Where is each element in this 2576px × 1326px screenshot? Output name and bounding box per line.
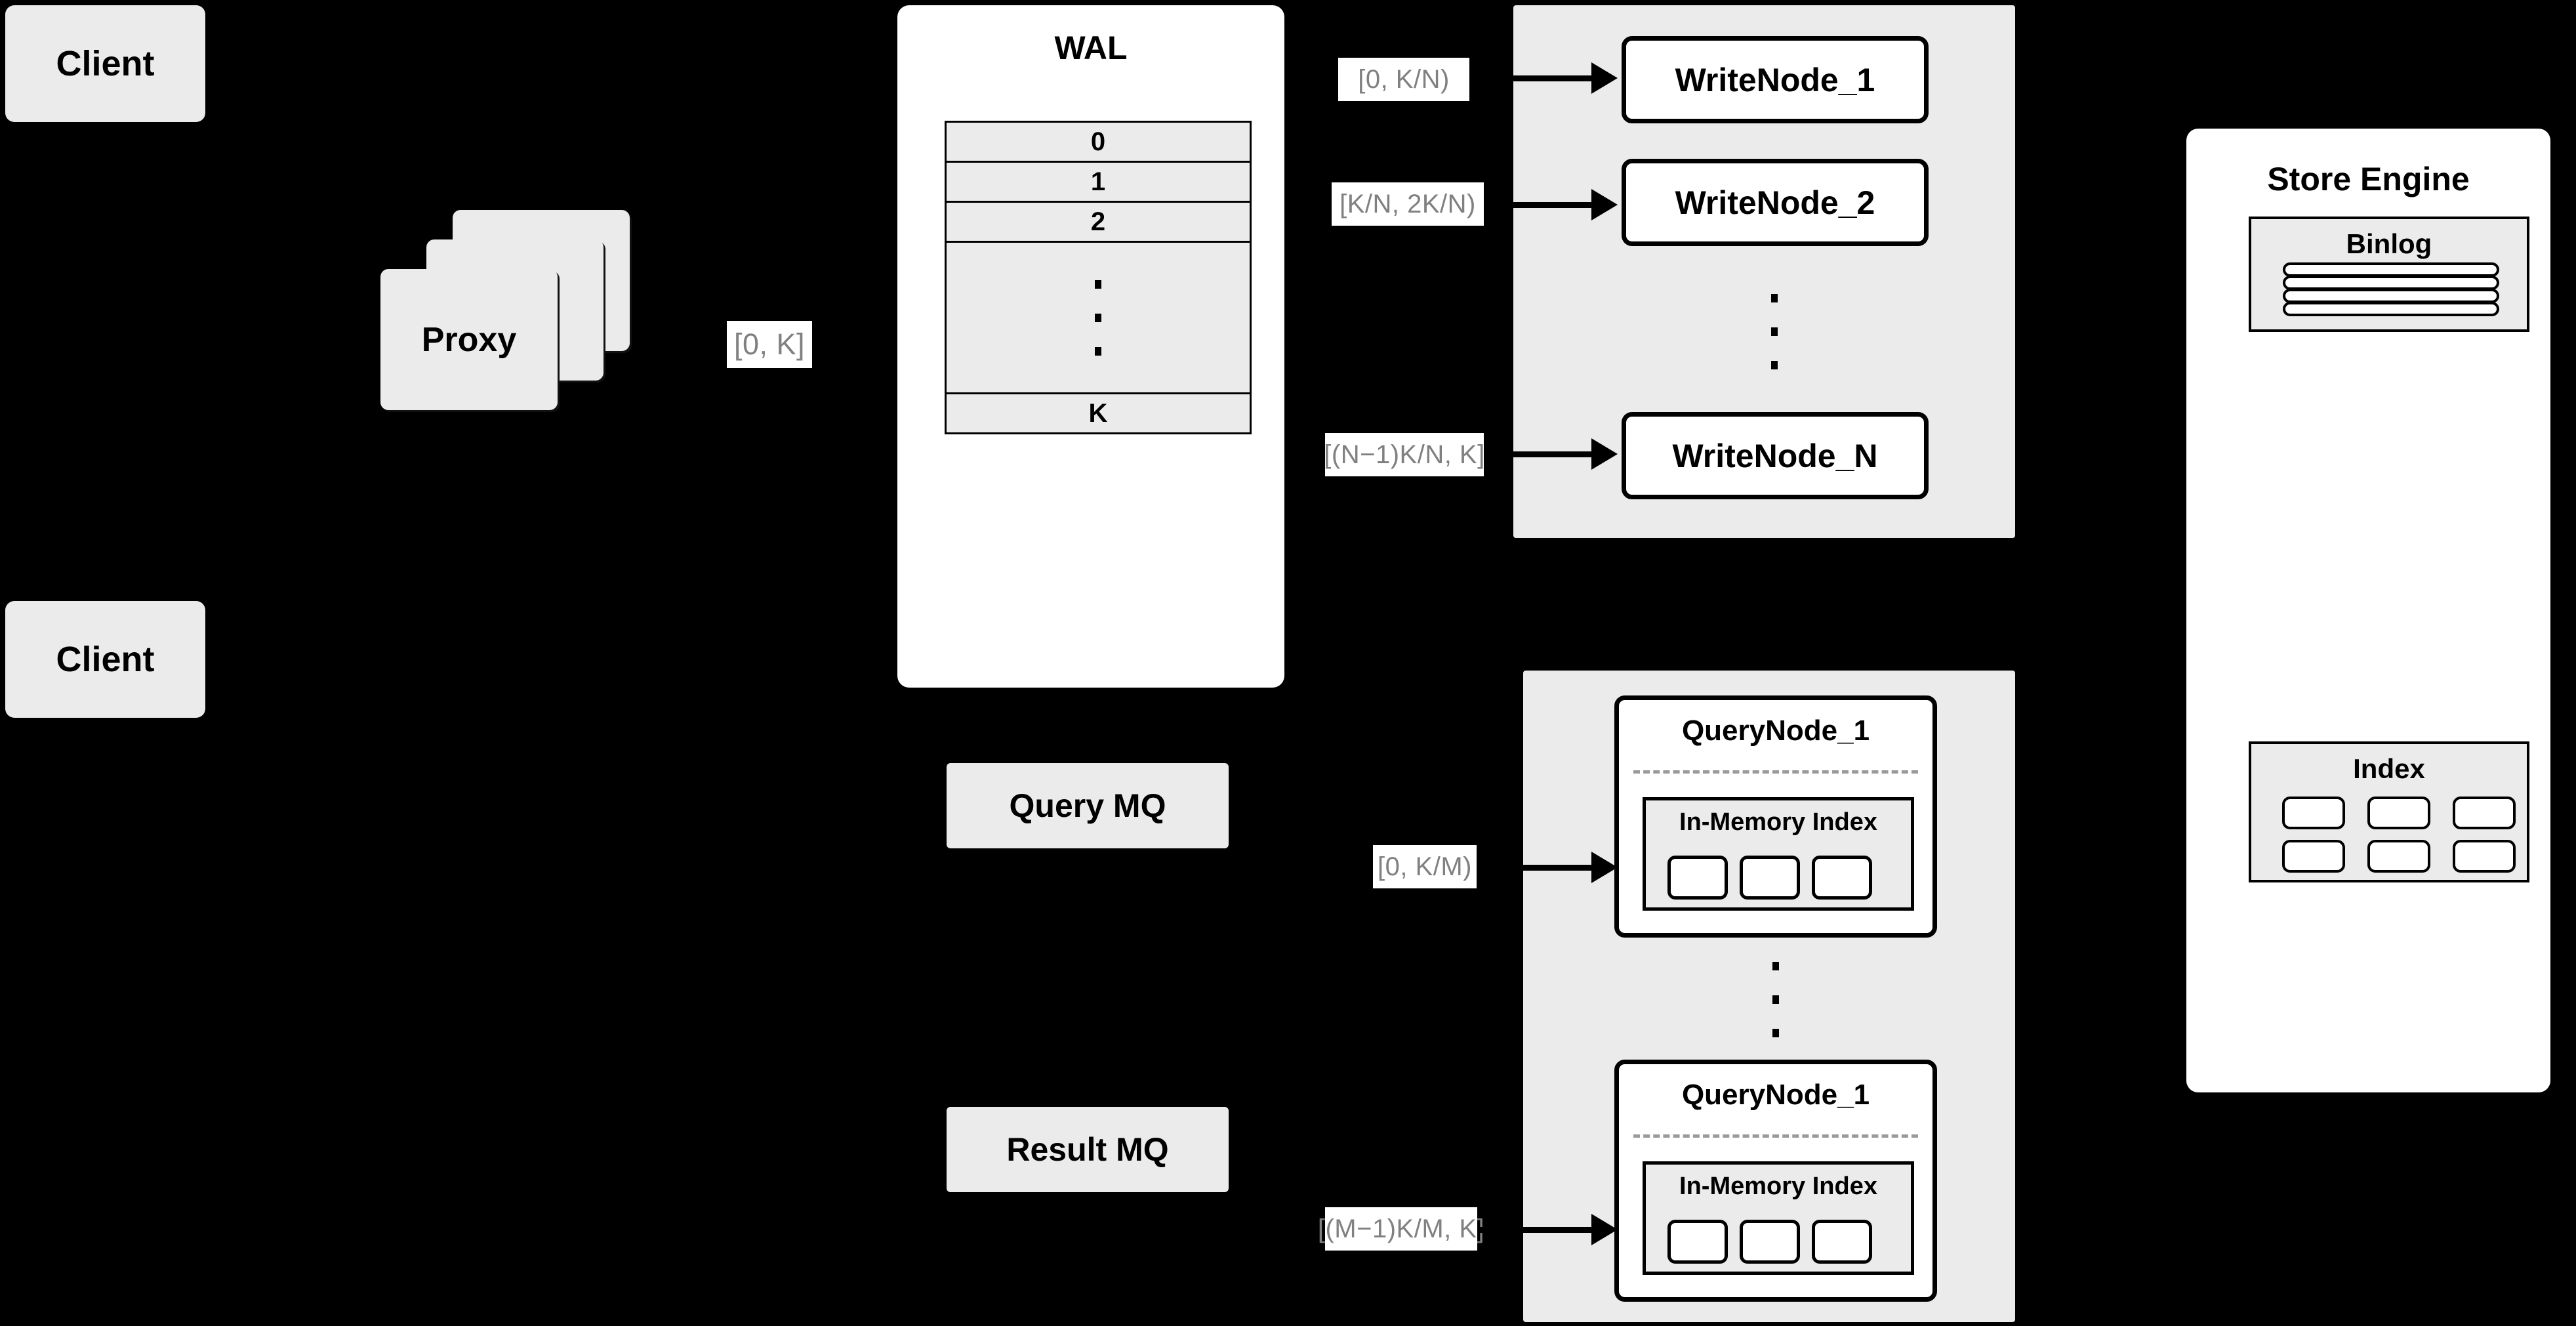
store-engine-panel: Store Engine Binlog Index	[2186, 129, 2550, 1092]
range-label-proxy-to-wal: [0, K]	[727, 321, 812, 368]
arrow-line-to-querynode-m	[1479, 1227, 1597, 1233]
wal-panel: WAL 0 1 2 K	[897, 5, 1284, 688]
binlog-title: Binlog	[2346, 228, 2432, 259]
query-node-m-divider	[1633, 1134, 1918, 1138]
wal-vertical-dots-icon	[1095, 280, 1101, 356]
write-node-group-ellipsis-icon	[1768, 279, 1781, 384]
wal-row-2[interactable]: 2	[947, 203, 1250, 243]
write-node-2-label: WriteNode_2	[1675, 184, 1875, 221]
arrow-head-to-writenode-2	[1591, 189, 1618, 220]
query-node-m[interactable]: QueryNode_1 In-Memory Index	[1614, 1060, 1937, 1302]
query-node-m-index-segment-1[interactable]	[1667, 1220, 1728, 1264]
write-node-n[interactable]: WriteNode_N	[1622, 412, 1929, 499]
query-node-1-index-segment-3[interactable]	[1812, 856, 1872, 900]
range-label-querynode-m: [(M−1)K/M, K]	[1318, 1207, 1484, 1251]
wal-row-0[interactable]: 0	[947, 123, 1250, 163]
binlog-row-4[interactable]	[2283, 302, 2499, 316]
query-node-1-index-segment-1[interactable]	[1667, 856, 1728, 900]
arrow-head-to-writenode-n	[1591, 438, 1618, 470]
wal-row-1[interactable]: 1	[947, 163, 1250, 203]
write-node-1-label: WriteNode_1	[1675, 61, 1875, 98]
query-node-group-ellipsis-icon	[1769, 947, 1782, 1052]
write-node-1[interactable]: WriteNode_1	[1622, 36, 1929, 123]
binlog-row-3[interactable]	[2283, 289, 2499, 303]
binlog-row-2[interactable]	[2283, 276, 2499, 290]
binlog-row-1[interactable]	[2283, 262, 2499, 277]
query-mq-label: Query MQ	[1009, 787, 1166, 824]
result-mq-label: Result MQ	[1006, 1131, 1169, 1168]
query-node-1-in-memory-index: In-Memory Index	[1643, 797, 1914, 911]
result-mq-node[interactable]: Result MQ	[947, 1107, 1229, 1192]
range-label-querynode-1-text: [0, K/M)	[1377, 852, 1473, 881]
store-engine-title: Store Engine	[2267, 161, 2470, 197]
index-cell-6[interactable]	[2453, 840, 2516, 873]
index-cell-5[interactable]	[2367, 840, 2430, 873]
arrow-head-to-querynode-m	[1591, 1214, 1618, 1245]
index-panel: Index	[2249, 741, 2529, 882]
range-label-querynode-1: [0, K/M)	[1373, 845, 1477, 888]
wal-row-k[interactable]: K	[1088, 398, 1108, 428]
proxy-stack[interactable]: Proxy	[380, 210, 669, 433]
range-label-writenode-2: [K/N, 2K/N)	[1332, 182, 1484, 226]
query-node-m-in-memory-index-title: In-Memory Index	[1679, 1172, 1877, 1200]
client-node-1[interactable]: Client	[5, 5, 205, 122]
index-title: Index	[2353, 753, 2425, 784]
write-node-2[interactable]: WriteNode_2	[1622, 159, 1929, 246]
query-node-1-divider	[1633, 770, 1918, 774]
index-cell-3[interactable]	[2453, 797, 2516, 829]
range-label-writenode-1-text: [0, K/N)	[1358, 64, 1450, 94]
range-label-writenode-2-text: [K/N, 2K/N)	[1339, 189, 1476, 218]
binlog-panel: Binlog	[2249, 217, 2529, 332]
wal-title: WAL	[1054, 30, 1128, 66]
index-cell-2[interactable]	[2367, 797, 2430, 829]
query-node-1[interactable]: QueryNode_1 In-Memory Index	[1614, 695, 1937, 938]
query-node-m-index-segment-2[interactable]	[1740, 1220, 1800, 1264]
client-node-2[interactable]: Client	[5, 601, 205, 718]
range-label-querynode-m-text: [(M−1)K/M, K]	[1317, 1214, 1485, 1243]
client-node-1-label: Client	[56, 44, 155, 83]
write-node-n-label: WriteNode_N	[1672, 437, 1878, 474]
proxy-card-front[interactable]: Proxy	[380, 269, 558, 410]
range-label-proxy-to-wal-text: [0, K]	[733, 327, 806, 361]
range-label-writenode-n-text: [(N−1)K/N, K]	[1324, 440, 1485, 469]
query-node-m-in-memory-index: In-Memory Index	[1643, 1161, 1914, 1275]
index-cell-4[interactable]	[2282, 840, 2345, 873]
query-node-m-title: QueryNode_1	[1681, 1079, 1870, 1111]
query-node-m-index-segment-3[interactable]	[1812, 1220, 1872, 1264]
arrow-line-to-writenode-n	[1484, 451, 1597, 457]
arrow-line-to-writenode-1	[1484, 75, 1597, 81]
arrow-line-to-writenode-2	[1484, 202, 1597, 208]
query-mq-node[interactable]: Query MQ	[947, 763, 1229, 848]
query-node-1-in-memory-index-title: In-Memory Index	[1679, 808, 1877, 836]
arrow-head-to-querynode-1	[1591, 852, 1618, 883]
arrow-head-to-writenode-1	[1591, 62, 1618, 94]
range-label-writenode-n: [(N−1)K/N, K]	[1324, 433, 1485, 476]
wal-table: 0 1 2 K	[945, 121, 1252, 434]
wal-row-ellipsis	[947, 243, 1250, 394]
range-label-writenode-1: [0, K/N)	[1338, 58, 1469, 101]
query-node-1-index-segment-2[interactable]	[1740, 856, 1800, 900]
index-cell-1[interactable]	[2282, 797, 2345, 829]
arrow-line-to-querynode-1	[1479, 865, 1597, 871]
client-node-2-label: Client	[56, 640, 155, 679]
proxy-label: Proxy	[421, 320, 517, 359]
query-node-1-title: QueryNode_1	[1681, 715, 1870, 747]
